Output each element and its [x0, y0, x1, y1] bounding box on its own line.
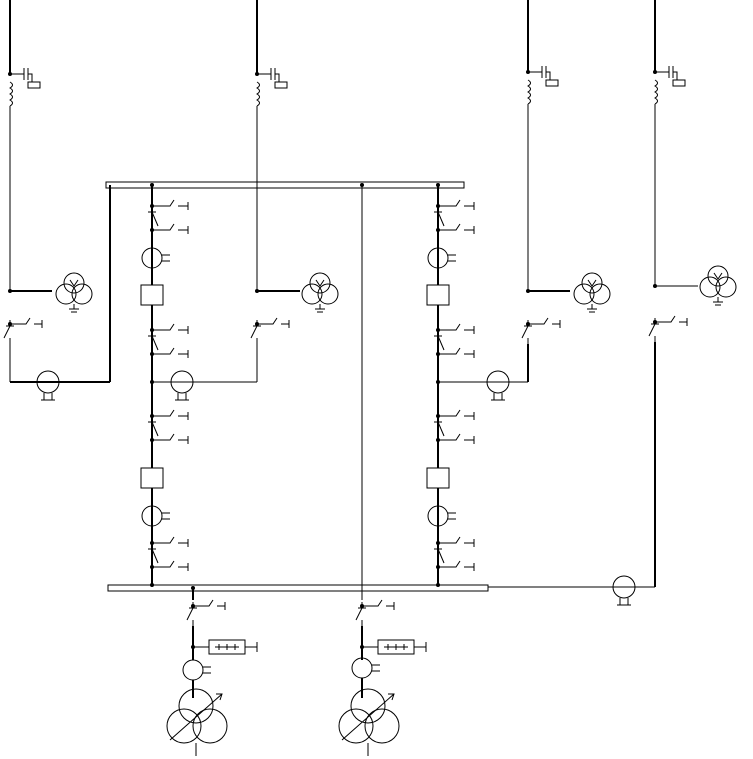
line-feeder-4	[488, 0, 737, 606]
bus-tie	[360, 183, 364, 600]
upper-busbar	[106, 182, 464, 188]
line-feeder-1	[3, 0, 110, 401]
line-feeder-3	[438, 0, 611, 401]
bay-a	[140, 183, 189, 587]
lower-busbar	[108, 585, 488, 591]
bay-b	[426, 183, 475, 587]
line-feeder-2	[152, 0, 339, 401]
transformer-branch-1	[166, 586, 258, 757]
transformer-branch-2	[338, 599, 427, 757]
